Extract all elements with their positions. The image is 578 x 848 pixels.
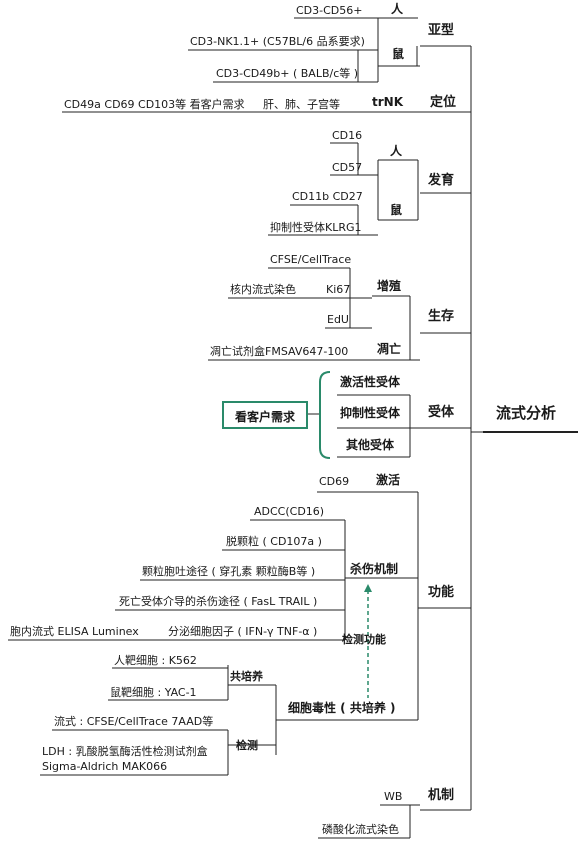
function-cd69: CD69 xyxy=(319,475,350,488)
survival-apoptosis: 凋亡 xyxy=(377,342,402,356)
location-markers: CD49a CD69 CD103等 看客户需求 xyxy=(64,98,245,111)
development-mouse: 鼠 xyxy=(390,203,403,217)
function-activation: 激活 xyxy=(376,473,401,487)
subtype-item-2: CD3-NK1.1+ (C57BL/6 品系要求) xyxy=(190,35,365,48)
subtype-item-3: CD3-CD49b+ ( BALB/c等 ) xyxy=(216,67,359,80)
receptor-note: 看客户需求 xyxy=(234,410,295,424)
category-function: 功能 xyxy=(428,585,455,600)
killing-item-4: 死亡受体介导的杀伤途径 ( FasL TRAIL ) xyxy=(119,595,318,608)
detect-item-2: LDH : 乳酸脱氢酶活性检测试剂盒 xyxy=(42,745,208,758)
function-cytotoxicity: 细胞毒性 ( 共培养 ) xyxy=(288,701,396,715)
development-item-4: 抑制性受体KLRG1 xyxy=(270,221,362,234)
receptor-other: 其他受体 xyxy=(346,438,395,452)
killing-item-6: 分泌细胞因子 ( IFN-γ TNF-α ) xyxy=(168,625,318,638)
killing-item-5: 胞内流式 ELISA Luminex xyxy=(10,625,139,638)
coculture-item-2: 鼠靶细胞 : YAC-1 xyxy=(110,686,197,699)
category-receptor: 受体 xyxy=(428,405,455,420)
location-trnk: trNK xyxy=(372,95,403,109)
survival-item-3: Ki67 xyxy=(326,283,351,296)
killing-item-3: 颗粒胞吐途径 ( 穿孔素 颗粒酶B等 ) xyxy=(142,565,316,578)
survival-item-5: 凋亡试剂盒FMSAV647-100 xyxy=(210,345,349,358)
category-location: 定位 xyxy=(430,95,457,110)
subtype-item-1: CD3-CD56+ xyxy=(296,4,363,17)
development-item-3: CD11b CD27 xyxy=(292,190,363,203)
function-detection-label: 检测功能 xyxy=(342,633,386,646)
subtype-human: 人 xyxy=(391,2,404,16)
location-organs: 肝、肺、子宫等 xyxy=(263,98,340,111)
root-node: 流式分析 xyxy=(496,404,557,422)
survival-item-2: 核内流式染色 xyxy=(230,283,296,296)
category-subtype: 亚型 xyxy=(428,23,455,38)
receptor-note-box: 看客户需求 xyxy=(222,401,308,429)
receptor-inhibitory: 抑制性受体 xyxy=(340,406,401,420)
detect-item-3: Sigma-Aldrich MAK066 xyxy=(42,760,168,773)
cytotoxicity-coculture: 共培养 xyxy=(230,670,263,683)
mechanism-item-2: 磷酸化流式染色 xyxy=(322,823,399,836)
development-human: 人 xyxy=(390,144,403,158)
category-survival: 生存 xyxy=(428,309,455,324)
function-killing: 杀伤机制 xyxy=(350,562,399,576)
development-item-2: CD57 xyxy=(332,161,363,174)
detect-item-1: 流式 : CFSE/CellTrace 7AAD等 xyxy=(54,715,214,728)
survival-item-1: CFSE/CellTrace xyxy=(270,253,352,266)
cytotoxicity-detection: 检测 xyxy=(236,739,258,752)
receptor-activating: 激活性受体 xyxy=(340,375,401,389)
killing-item-2: 脱颗粒 ( CD107a ) xyxy=(226,535,322,548)
category-mechanism: 机制 xyxy=(428,788,455,803)
development-item-1: CD16 xyxy=(332,129,363,142)
killing-item-1: ADCC(CD16) xyxy=(254,505,325,518)
survival-item-4: EdU xyxy=(327,313,349,326)
subtype-mouse: 鼠 xyxy=(392,47,405,61)
coculture-item-1: 人靶细胞 : K562 xyxy=(114,654,197,667)
category-development: 发育 xyxy=(428,173,455,188)
mechanism-item-1: WB xyxy=(384,790,403,803)
survival-proliferation: 增殖 xyxy=(377,279,402,293)
